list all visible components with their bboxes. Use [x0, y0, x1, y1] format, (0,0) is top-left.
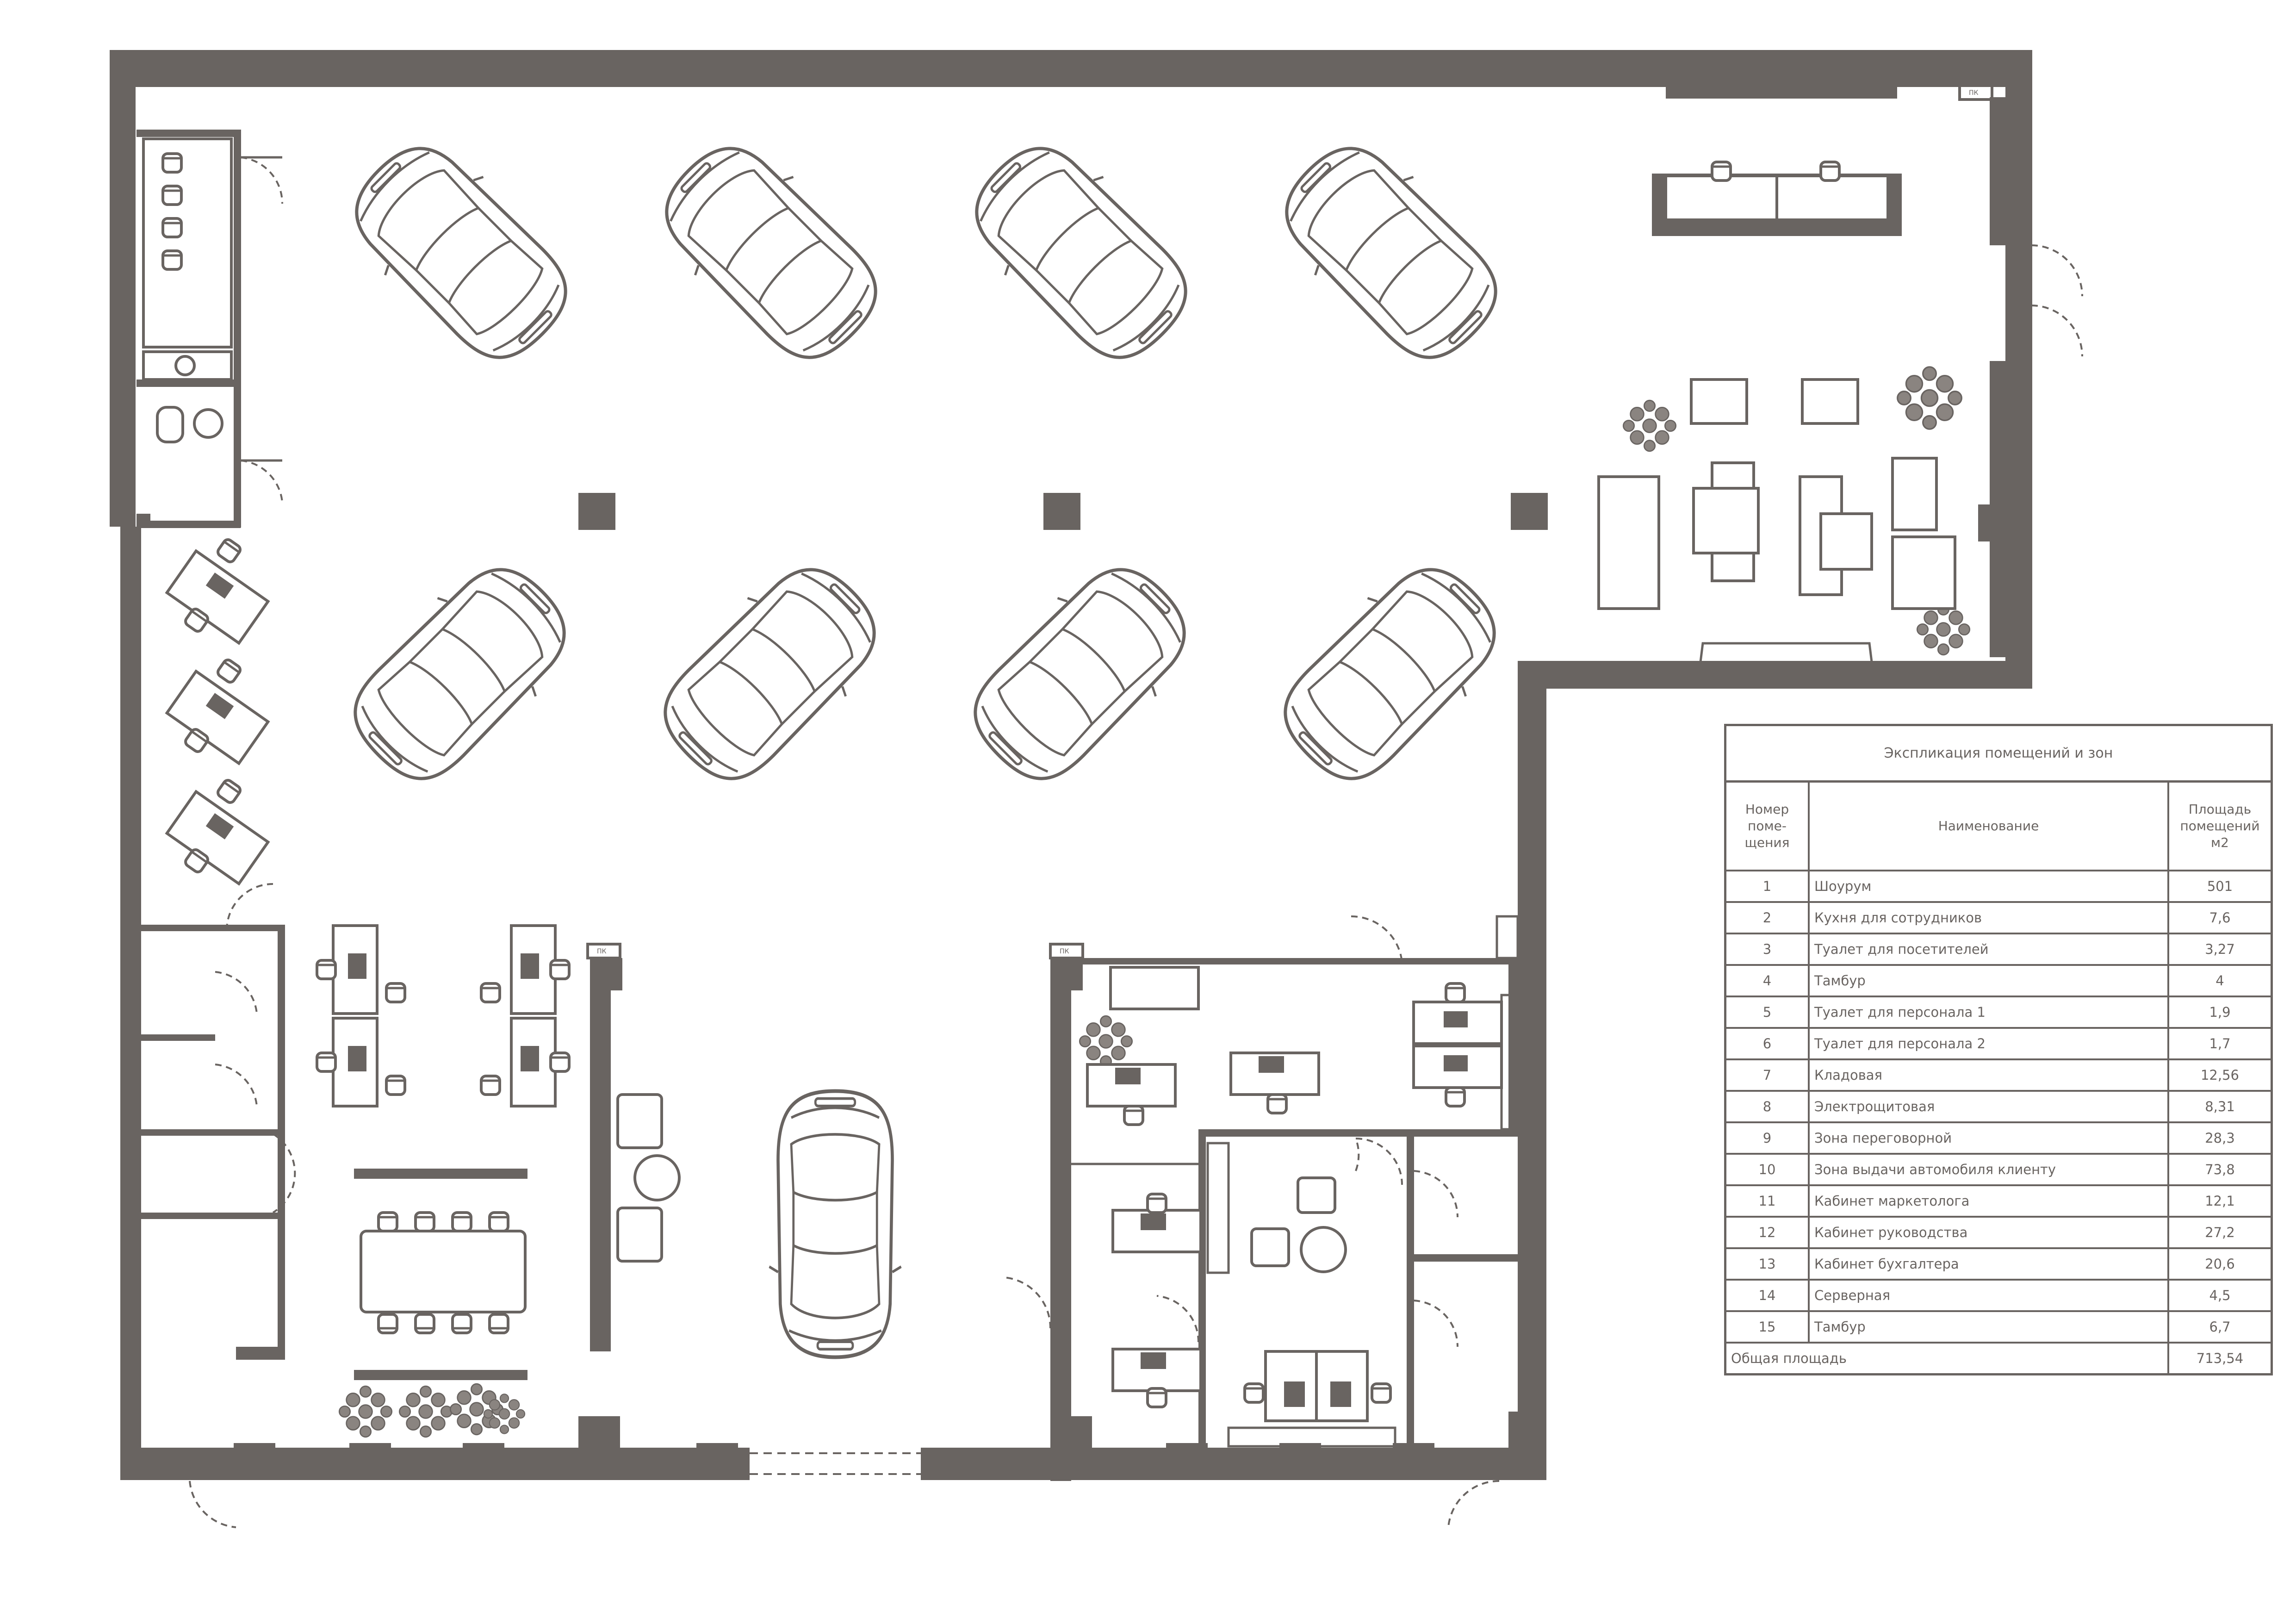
room-area: 3,27 [2167, 933, 2271, 966]
total-area: 713,54 [2167, 1342, 2271, 1373]
room-area: 501 [2167, 870, 2271, 903]
interior-walls [137, 130, 1522, 1481]
room-name: Тамбур [1808, 1310, 2169, 1344]
total-label: Общая площадь [1726, 1342, 2169, 1373]
room-name: Кабинет маркетолога [1808, 1184, 2169, 1218]
car-1 [329, 121, 591, 383]
room-area: 12,56 [2167, 1058, 2271, 1092]
room-area: 8,31 [2167, 1090, 2271, 1123]
car-5 [329, 542, 591, 804]
room-area: 12,1 [2167, 1184, 2271, 1218]
room-legend-table: Экспликация помещений и зон Номер поме-щ… [1724, 724, 2273, 1375]
room-number: 15 [1726, 1310, 1810, 1344]
room-name: Туалет для посетителей [1808, 933, 2169, 966]
header-number: Номер поме-щения [1726, 783, 1810, 871]
fire-cabinet-tag-2: ПК [1060, 948, 1069, 955]
fire-cabinets: ПК ПК ПК [586, 84, 1993, 959]
header-name: Наименование [1808, 783, 2169, 871]
car-8 [1260, 542, 1521, 804]
room-number: 2 [1726, 901, 1810, 934]
room-number: 6 [1726, 1027, 1810, 1060]
room-area: 4 [2167, 964, 2271, 997]
room-number: 12 [1726, 1216, 1810, 1249]
room-number: 11 [1726, 1184, 1810, 1218]
room-name: Туалет для персонала 1 [1808, 996, 2169, 1029]
legend-title: Экспликация помещений и зон [1726, 726, 2271, 783]
room-number: 5 [1726, 996, 1810, 1029]
room-number: 3 [1726, 933, 1810, 966]
kitchen [142, 137, 233, 443]
legend-grid: Номер поме-щения Наименование Площадь по… [1726, 783, 2271, 1373]
room-number: 9 [1726, 1121, 1810, 1155]
room-number: 14 [1726, 1279, 1810, 1312]
car-7 [949, 542, 1211, 804]
sales-desks [165, 538, 270, 886]
room-name: Кабинет руководства [1808, 1216, 2169, 1249]
fire-cabinet-tag-3: ПК [1969, 89, 1979, 97]
meeting-zone [354, 1093, 681, 1380]
open-office [317, 924, 569, 1108]
car-2 [639, 121, 901, 383]
car-4 [1260, 121, 1521, 383]
room-number: 7 [1726, 1058, 1810, 1092]
room-area: 1,9 [2167, 996, 2271, 1029]
legend-header-row: Номер поме-щения Наименование Площадь по… [1726, 783, 2271, 871]
room-name: Туалет для персонала 2 [1808, 1027, 2169, 1060]
room-area: 4,5 [2167, 1279, 2271, 1312]
car-6 [639, 542, 901, 804]
car-3 [949, 121, 1211, 383]
room-area: 28,3 [2167, 1121, 2271, 1155]
exterior-walls [110, 50, 2032, 1480]
fire-cabinet-tag-1: ПК [597, 948, 607, 955]
room-number: 8 [1726, 1090, 1810, 1123]
room-area: 73,8 [2167, 1153, 2271, 1186]
room-area: 7,6 [2167, 901, 2271, 934]
room-number: 1 [1726, 870, 1810, 903]
room-number: 10 [1726, 1153, 1810, 1186]
client-lounge [1597, 86, 2005, 662]
columns [578, 493, 2015, 990]
room-name: Кухня для сотрудников [1808, 901, 2169, 934]
room-number: 13 [1726, 1247, 1810, 1281]
room-area: 1,7 [2167, 1027, 2271, 1060]
room-area: 6,7 [2167, 1310, 2271, 1344]
car-delivery [769, 1091, 901, 1357]
room-name: Шоурум [1808, 870, 2169, 903]
room-name: Кладовая [1808, 1058, 2169, 1092]
room-name: Зона переговорной [1808, 1121, 2169, 1155]
room-name: Серверная [1808, 1279, 2169, 1312]
room-name: Тамбур [1808, 964, 2169, 997]
room-name: Электрощитовая [1808, 1090, 2169, 1123]
doors [189, 156, 2083, 1528]
room-name: Кабинет бухгалтера [1808, 1247, 2169, 1281]
header-area: Площадь помещений м2 [2167, 783, 2271, 871]
room-area: 20,6 [2167, 1247, 2271, 1281]
room-area: 27,2 [2167, 1216, 2271, 1249]
room-number: 4 [1726, 964, 1810, 997]
room-name: Зона выдачи автомобиля клиенту [1808, 1153, 2169, 1186]
offices [1087, 915, 1524, 1448]
